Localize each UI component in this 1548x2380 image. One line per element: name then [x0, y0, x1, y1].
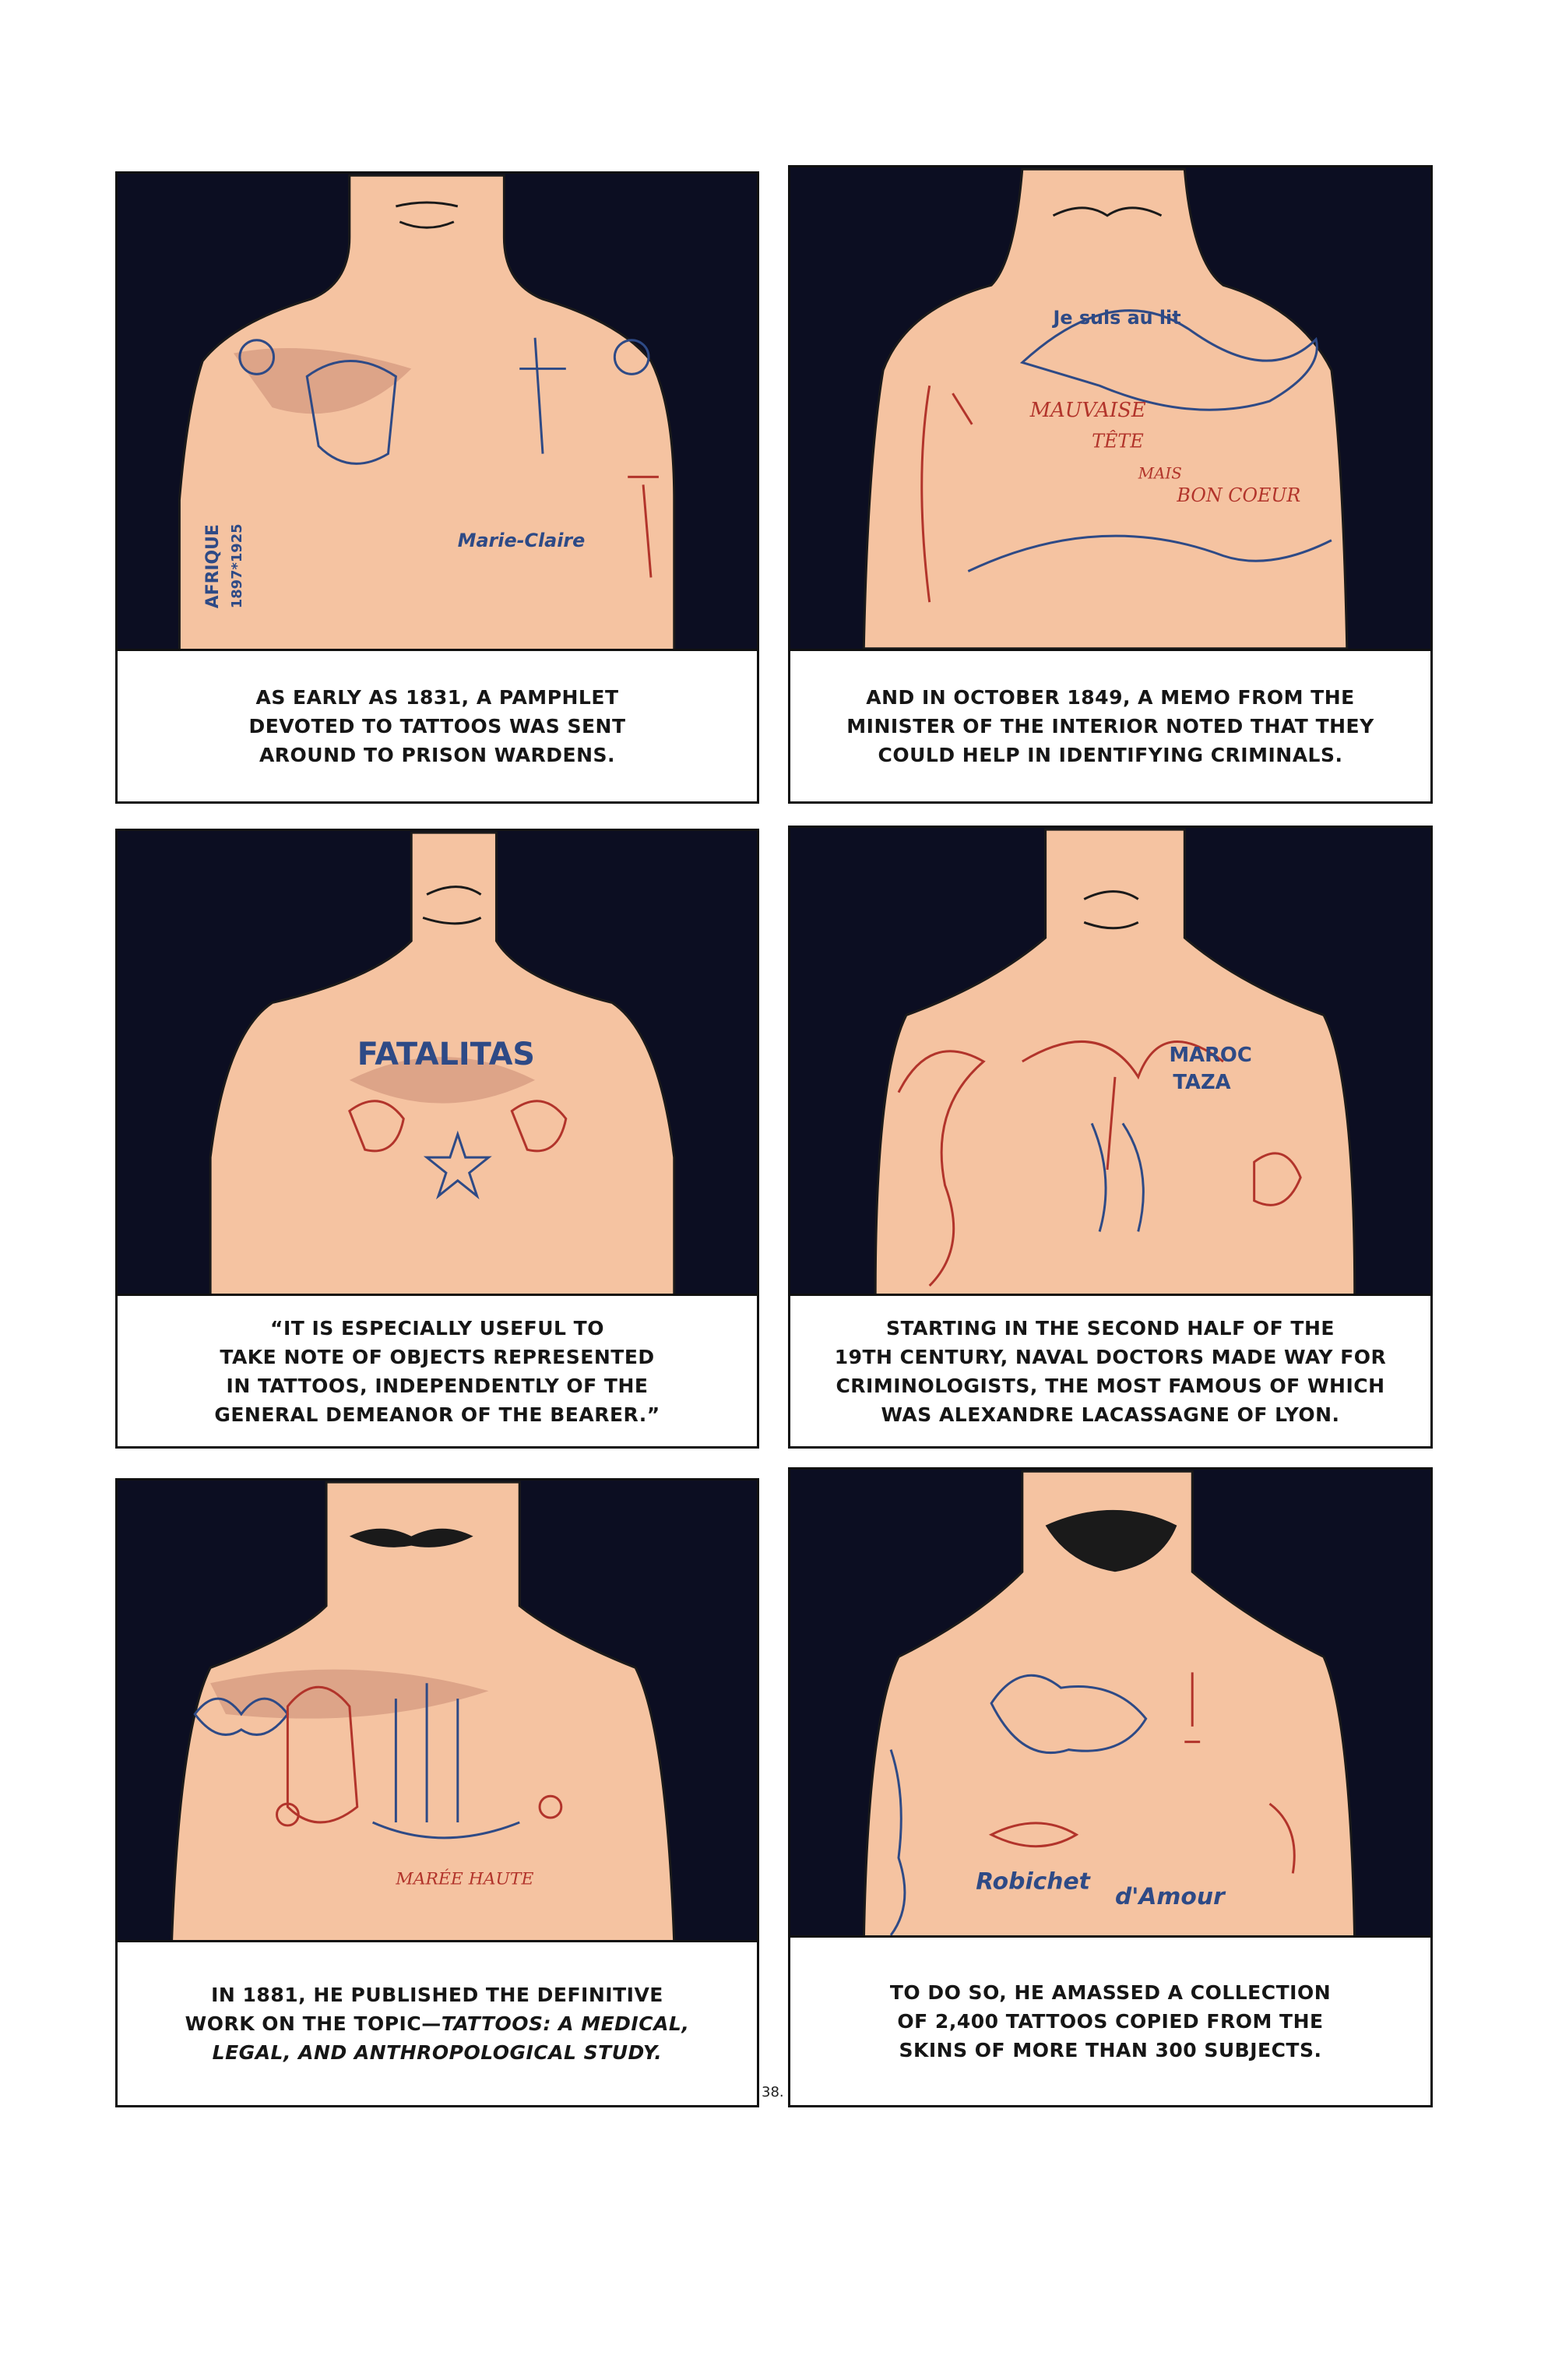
panel-4: MAROC TAZA Starting in the second half o…	[788, 826, 1433, 1449]
tattoo-text-afrique: AFRIQUE	[203, 524, 223, 608]
page-number: 38.	[762, 2084, 784, 2100]
caption-line: devoted to tattoos was sent	[248, 715, 626, 738]
panel-1: AFRIQUE 1897*1925 Marie-Claire As early …	[115, 171, 759, 804]
caption-line: take note of objects represented	[220, 1345, 655, 1368]
caption-line: In 1881, he published the definitive	[211, 1984, 663, 2006]
panel-5: MARÉE HAUTE In 1881, he published the de…	[115, 1478, 759, 2107]
tattooed-torso-illustration-2: Je suis au lit MAUVAISE TÊTE MAIS BON CO…	[862, 167, 1349, 650]
caption-5: In 1881, he published the definitive wor…	[118, 1940, 757, 2105]
tattoo-text-fatalitas: FATALITAS	[357, 1037, 535, 1072]
caption-line: skins of more than 300 subjects.	[899, 2039, 1322, 2061]
tattoo-text-mais: MAIS	[1138, 464, 1182, 482]
tattoo-text-tete: TÊTE	[1092, 430, 1144, 452]
caption-line: was Alexandre Lacassagne of Lyon.	[881, 1403, 1340, 1426]
panel-3: FATALITAS “It is especially useful to ta…	[115, 829, 759, 1449]
tattooed-torso-illustration-6: Robichet d'Amour	[862, 1470, 1356, 1945]
caption-text: work on the topic—	[185, 2012, 442, 2035]
caption-line: in tattoos, independently of the	[226, 1374, 649, 1397]
tattoo-text-je-suis-au-lit: Je suis au lit	[1052, 307, 1181, 329]
caption-line: minister of the interior noted that they	[846, 715, 1374, 738]
tattoo-text-maroc: MAROC	[1169, 1044, 1251, 1067]
caption-4: Starting in the second half of the 19th …	[790, 1294, 1430, 1446]
caption-line: To do so, he amassed a collection	[889, 1981, 1332, 2004]
caption-2: And in October 1849, a memo from the min…	[790, 649, 1430, 801]
caption-line: general demeanor of the bearer.”	[214, 1403, 660, 1426]
tattoo-text-mauvaise: MAUVAISE	[1029, 399, 1146, 422]
tattoo-text-maree-haute: MARÉE HAUTE	[395, 1868, 533, 1889]
panel-2: Je suis au lit MAUVAISE TÊTE MAIS BON CO…	[788, 165, 1433, 804]
tattooed-torso-illustration-1: AFRIQUE 1897*1925 Marie-Claire	[178, 174, 676, 657]
caption-line: could help in identifying criminals.	[878, 744, 1343, 766]
panel-6: Robichet d'Amour To do so, he amassed a …	[788, 1467, 1433, 2107]
caption-line: 19th century, naval doctors made way for	[834, 1345, 1387, 1368]
tattoo-text-taza: TAZA	[1173, 1071, 1230, 1094]
caption-1: As early as 1831, a pamphlet devoted to …	[118, 649, 757, 801]
book-title-continued: Legal, and Anthropological Study.	[212, 2041, 663, 2064]
tattoo-text-years: 1897*1925	[229, 523, 245, 608]
caption-line: Starting in the second half of the	[886, 1316, 1335, 1340]
caption-line: criminologists, the most famous of which	[836, 1374, 1385, 1397]
tattooed-torso-illustration-3: FATALITAS	[209, 831, 676, 1298]
book-title: Tattoos: A Medical,	[441, 2012, 690, 2035]
caption-line: As early as 1831, a pamphlet	[255, 686, 619, 709]
caption-3: “It is especially useful to take note of…	[118, 1294, 757, 1446]
caption-line: of 2,400 tattoos copied from the	[897, 2010, 1324, 2033]
tattoo-text-marie-claire: Marie-Claire	[458, 530, 585, 551]
caption-line: “It is especially useful to	[270, 1316, 604, 1340]
tattoo-text-damour: d'Amour	[1115, 1883, 1226, 1910]
caption-6: To do so, he amassed a collection of 2,4…	[790, 1935, 1430, 2105]
tattooed-torso-illustration-4: MAROC TAZA	[874, 828, 1356, 1298]
caption-line: And in October 1849, a memo from the	[866, 686, 1355, 709]
caption-line: around to prison wardens.	[259, 744, 616, 766]
tattoo-text-bon-coeur: BON COEUR	[1176, 484, 1300, 506]
tattoo-text-robichet: Robichet	[976, 1868, 1091, 1895]
tattooed-torso-illustration-5: MARÉE HAUTE	[170, 1480, 676, 1945]
